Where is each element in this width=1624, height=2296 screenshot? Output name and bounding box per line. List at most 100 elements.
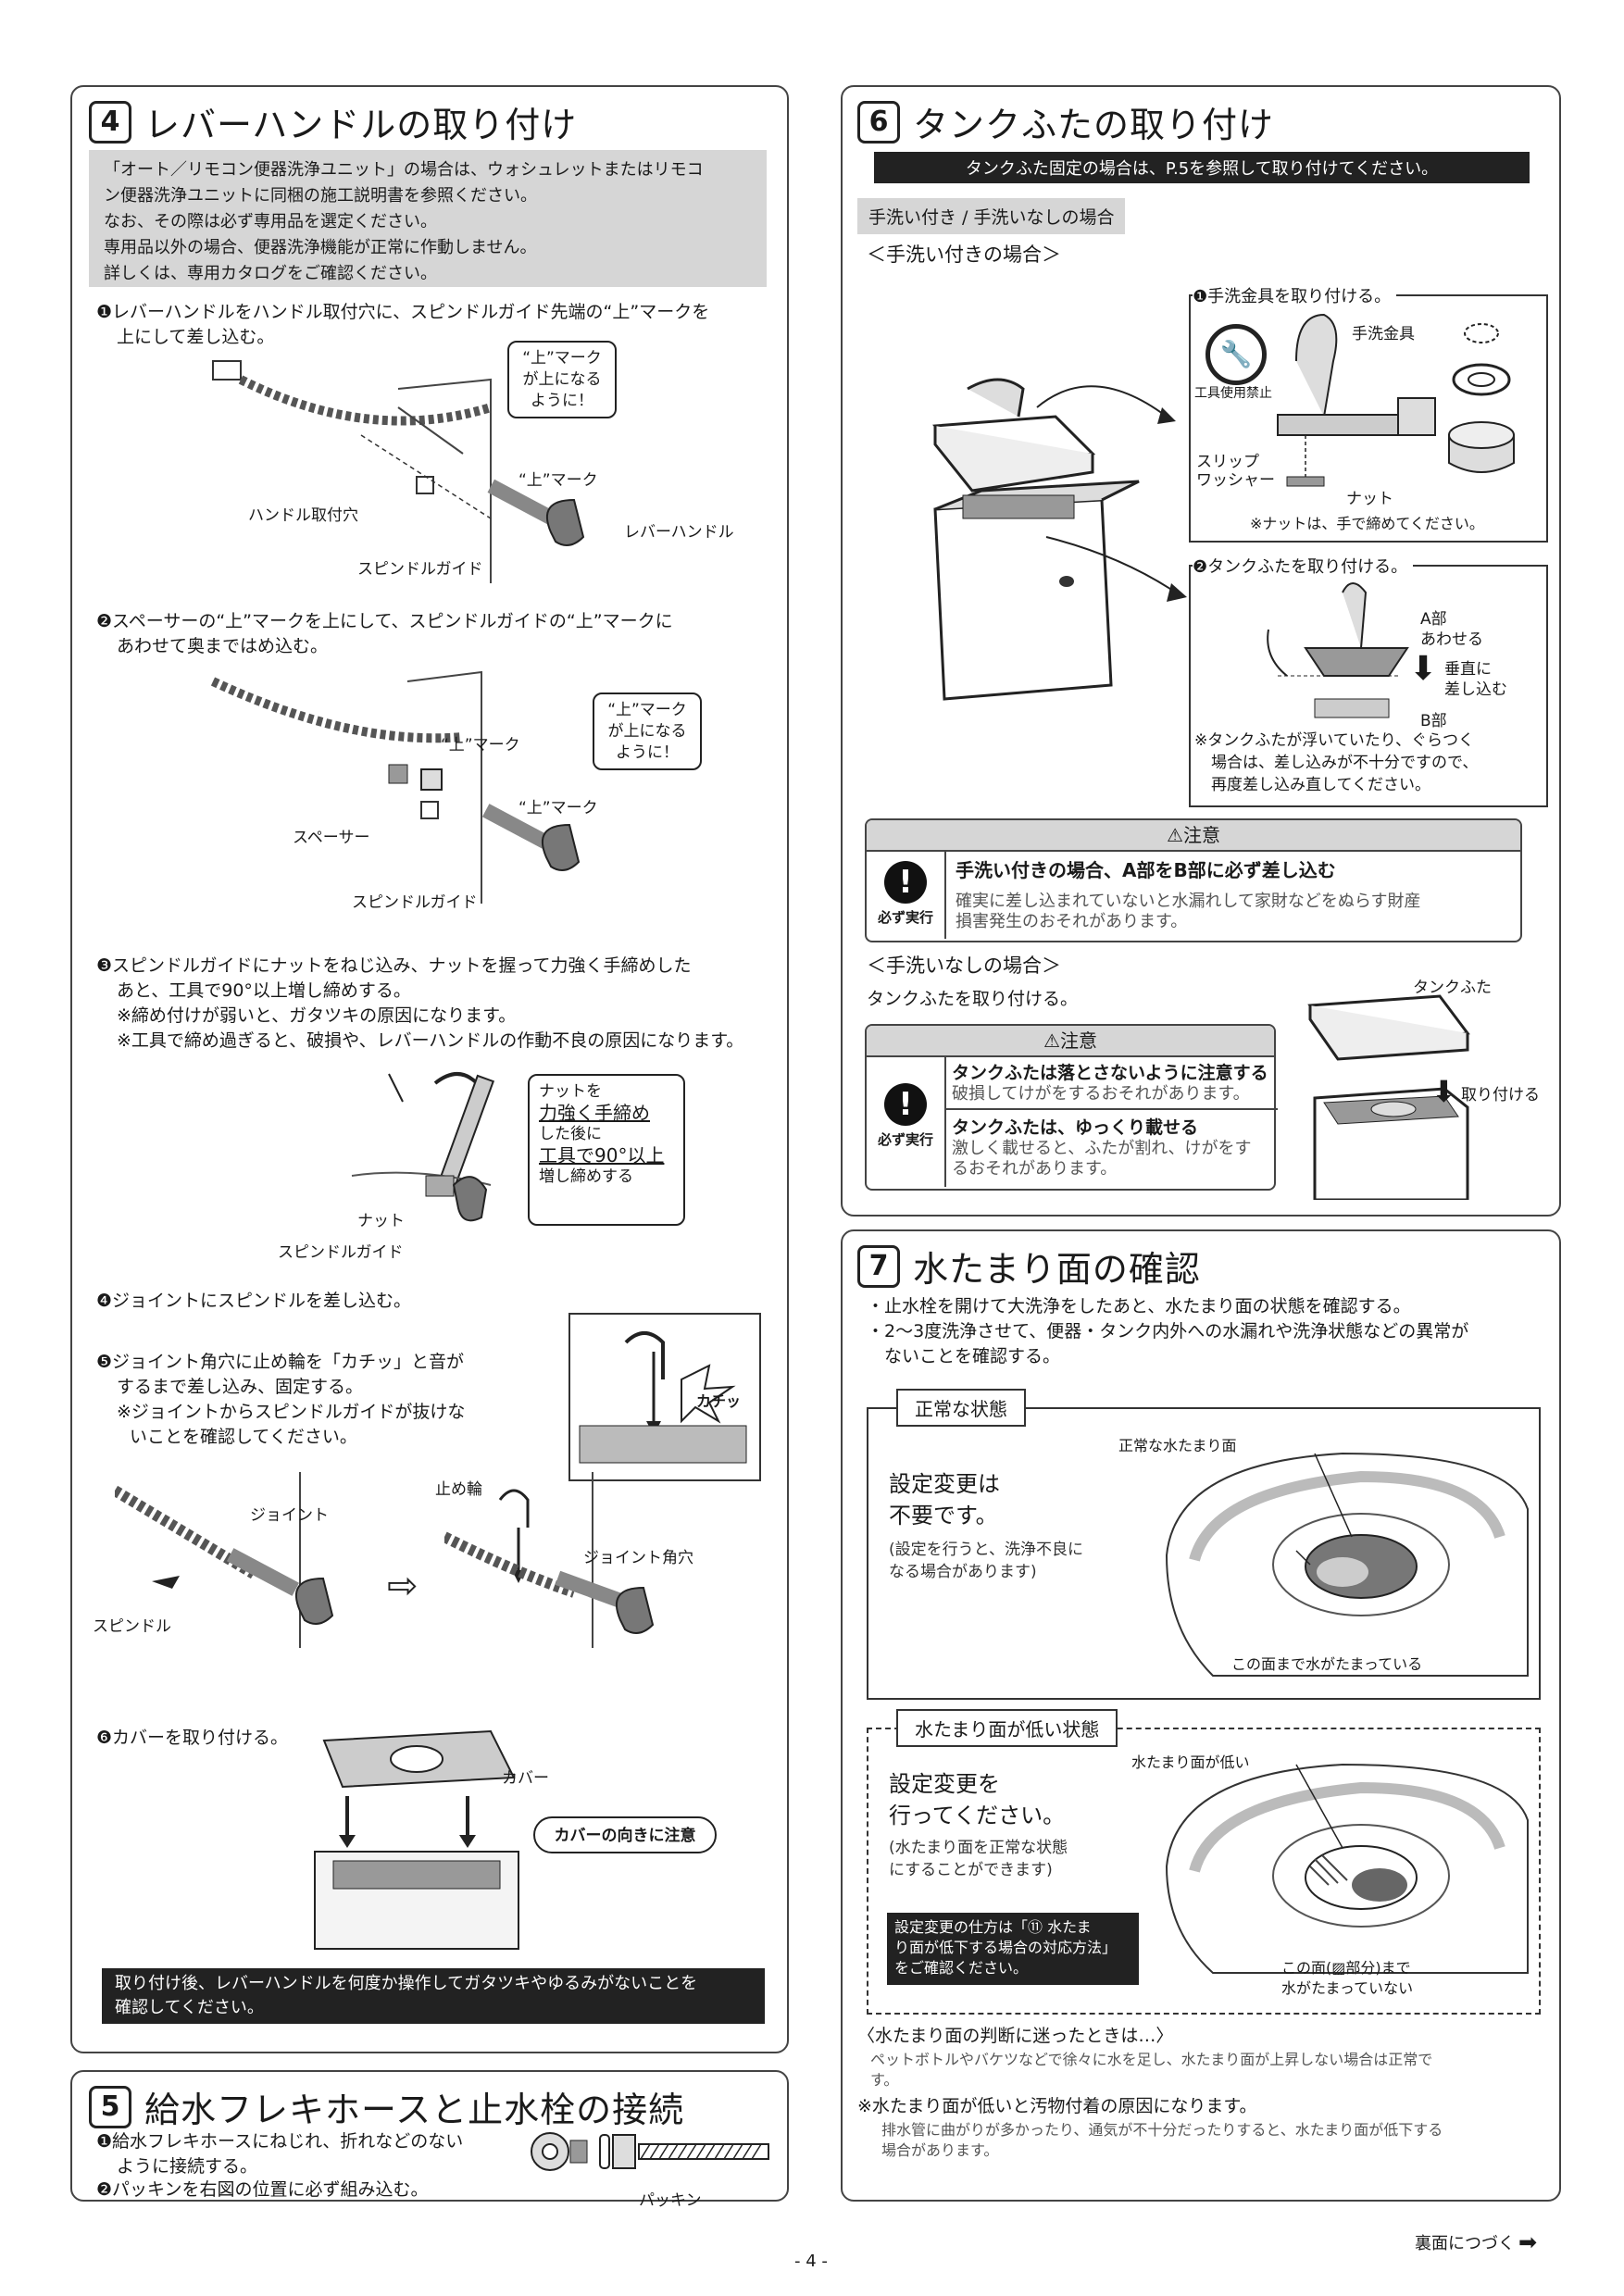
lid-note: ※タンクふたが浮いていたり、ぐらつく 場合は、差し込みが不十分ですので、 再度差… xyxy=(1194,730,1478,796)
callout-line: “上”マーク xyxy=(607,701,687,719)
up-mark-label-1: “上”マーク xyxy=(441,736,520,755)
exclamation-icon: ! xyxy=(884,861,927,904)
normal-bowl-illustration xyxy=(1165,1452,1529,1677)
normal-bottom-label: この面まで水がたまっている xyxy=(1231,1655,1423,1673)
step-line: ❺ジョイント角穴に止め輪を「カチッ」と音が xyxy=(96,1352,465,1372)
final-line: 確認してください。 xyxy=(115,1998,264,2017)
spindle-label: スピンドル xyxy=(93,1617,171,1636)
section-5-panel xyxy=(70,2070,789,2202)
normal-state-frame xyxy=(867,1407,1541,1700)
a-part-align-label: あわせる xyxy=(1420,630,1483,649)
notice-line: 専用品以外の場合、便器洗浄機能が正常に作動しません。 xyxy=(104,238,537,257)
up-mark-label: “上”マーク xyxy=(518,471,598,490)
click-detail-frame xyxy=(568,1313,761,1481)
caution-box-1: ⚠注意 ! 必ず実行 手洗い付きの場合、A部をB部に必ず差し込む 確実に差し込ま… xyxy=(865,818,1522,942)
step-line: ❷スペーサーの“上”マークを上にして、スピンドルガイドの“上”マークに xyxy=(96,611,673,631)
step-line: いことを確認してください。 xyxy=(130,1427,357,1447)
main-line: 行ってください。 xyxy=(889,1803,1066,1828)
section-4-panel xyxy=(70,85,789,2053)
nut-label-2: ナット xyxy=(1346,490,1393,508)
caution-title: 手洗い付きの場合、A部をB部に必ず差し込む xyxy=(956,859,1336,881)
step-line: ❸スピンドルガイドにナットをねじ込み、ナットを握って力強く手締めした xyxy=(96,955,692,976)
section-number: 6 xyxy=(857,100,900,144)
mandatory-column: ! 必ず実行 xyxy=(867,1074,944,1149)
step-line: あと、工具で90°以上増し締めする。 xyxy=(117,980,411,1001)
with-wash-heading: ＜手洗い付きの場合＞ xyxy=(867,243,1061,266)
callout-line: ように！ xyxy=(531,392,593,410)
cover-illustration xyxy=(314,1729,519,1950)
normal-state-tag: 正常な状態 xyxy=(896,1389,1026,1427)
setting-change-box: 設定変更の仕方は「⑪ 水たま り面が低下する場合の対応方法」 をご確認ください。 xyxy=(887,1913,1139,1985)
main-line: 不要です。 xyxy=(889,1503,998,1529)
section-title: 水たまり面の確認 xyxy=(913,1249,1201,1290)
wrench-illustration xyxy=(351,1072,495,1222)
normal-note: (設定を行うと、洗浄不良に なる場合があります) xyxy=(889,1539,1083,1583)
section-title: 給水フレキホースと止水栓の接続 xyxy=(144,2090,685,2130)
hint-line: す。 xyxy=(870,2071,899,2089)
notice-box: 「オート／リモコン便器洗浄ユニット」の場合は、ウォシュレットまたはリモコ ン便器… xyxy=(89,150,767,287)
section-title: レバーハンドルの取り付け xyxy=(144,105,578,145)
caution-body-2: 激しく載せると、ふたが割れ、けがをす xyxy=(952,1139,1252,1158)
normal-top-label: 正常な水たまり面 xyxy=(1118,1437,1237,1454)
final-check-bar: 取り付け後、レバーハンドルを何度か操作してガタツキやゆるみがないことを 確認して… xyxy=(102,1968,765,2024)
caution-body-1: 破損してけがをするおそれがあります。 xyxy=(952,1084,1250,1104)
section-number: 5 xyxy=(89,2085,131,2128)
tank-lid-label: タンクふた xyxy=(1413,979,1492,997)
step-line: するまで差し込み、固定する。 xyxy=(117,1377,364,1397)
faucet-step-title: ❶手洗金具を取り付ける。 xyxy=(1193,283,1397,307)
cause-title: ※水たまり面が低いと汚物付着の原因になります。 xyxy=(857,2096,1257,2116)
callout-line: が上になる xyxy=(522,370,602,389)
page-number: - 4 - xyxy=(794,2252,828,2271)
caution-box-2: ⚠注意 ! 必ず実行 タンクふたは落とさないように注意する 破損してけがをするお… xyxy=(865,1024,1278,1191)
cover-direction-callout: カバーの向きに注意 xyxy=(533,1816,717,1853)
hint-title: 〈水たまり面の判断に迷ったときは…〉 xyxy=(857,2026,1174,2046)
step-line: ※工具で締め過ぎると、破損や、レバーハンドルの作動不良の原因になります。 xyxy=(117,1030,744,1051)
step-line: 上にして差し込む。 xyxy=(117,327,275,347)
caution-divider xyxy=(944,852,946,939)
callout-line: ナットを xyxy=(539,1082,602,1101)
down-arrow-icon-2: ⬇ xyxy=(1431,1074,1456,1109)
hand-tighten-note: ※ナットは、手で締めてください。 xyxy=(1250,515,1484,532)
sec5-step-2: ❷パッキンを右図の位置に必ず組み込む。 xyxy=(96,2179,429,2200)
note-line: (水たまり面を正常な状態 xyxy=(889,1839,1068,1857)
caution-separator xyxy=(944,1108,1278,1110)
caution-content: 手洗い付きの場合、A部をB部に必ず差し込む 確実に差し込まれていないと水漏れして… xyxy=(956,855,1421,932)
low-state-tag: 水たまり面が低い状態 xyxy=(896,1709,1118,1747)
spacer-illustration xyxy=(210,670,581,904)
a-part-label: A部 xyxy=(1420,610,1447,629)
joint-before-illustration xyxy=(115,1472,334,1648)
section-6-heading: 6 タンクふたの取り付け xyxy=(857,96,1274,147)
without-wash-heading: ＜手洗いなしの場合＞ xyxy=(867,955,1061,977)
caution-content: タンクふたは落とさないように注意する 破損してけがをするおそれがあります。 タン… xyxy=(944,1059,1278,1179)
retaining-ring-label: 止め輪 xyxy=(435,1480,482,1499)
lid-insert-illustration xyxy=(1267,582,1409,718)
section-4-heading: 4 レバーハンドルの取り付け xyxy=(89,96,577,147)
joint-after-illustration xyxy=(444,1472,655,1648)
mandatory-label: 必ず実行 xyxy=(877,1131,933,1148)
box-line: 設定変更の仕方は「⑪ 水たま xyxy=(894,1918,1092,1936)
packing-label: パッキン xyxy=(639,2191,702,2210)
caution-body-2: るおそれがあります。 xyxy=(952,1159,1118,1179)
hint-text: ペットボトルやバケツなどで徐々に水を足し、水たまり面が上昇しない場合は正常で す… xyxy=(870,2050,1432,2090)
up-mark-callout-2: “上”マーク が上になる ように！ xyxy=(593,693,702,770)
next-page-link[interactable]: 裏面につづく ➡ xyxy=(1415,2229,1537,2255)
normal-main-text: 設定変更は 不要です。 xyxy=(889,1468,1000,1531)
section-number: 7 xyxy=(857,1244,900,1288)
faucet-illustration xyxy=(1277,313,1515,487)
caution-body: 損害発生のおそれがあります。 xyxy=(956,912,1188,931)
note-line: 場合は、差し込みが不十分ですので、 xyxy=(1211,754,1479,772)
insert-label: 差し込む xyxy=(1444,680,1507,699)
low-bowl-illustration xyxy=(1165,1763,1529,1974)
step-6-text: ❻カバーを取り付ける。 xyxy=(96,1728,289,1748)
exclamation-icon: ! xyxy=(884,1083,927,1126)
callout-line: ように！ xyxy=(616,743,679,762)
callout-line: した後に xyxy=(539,1125,602,1143)
note-line: なる場合があります) xyxy=(889,1563,1037,1581)
note-line: (設定を行うと、洗浄不良に xyxy=(889,1541,1083,1559)
lid-fix-notice-bar: タンクふた固定の場合は、P.5を参照して取り付けてください。 xyxy=(874,152,1530,183)
next-page-label: 裏面につづく xyxy=(1415,2234,1515,2253)
step-line: ※締め付けが弱いと、ガタツキの原因になります。 xyxy=(117,1005,517,1026)
step-3-text: ❸スピンドルガイドにナットをねじ込み、ナットを握って力強く手締めした あと、工具… xyxy=(96,954,743,1054)
washer-label: ワッシャー xyxy=(1196,471,1275,490)
down-arrow-icon: ⬇ xyxy=(1409,650,1438,688)
